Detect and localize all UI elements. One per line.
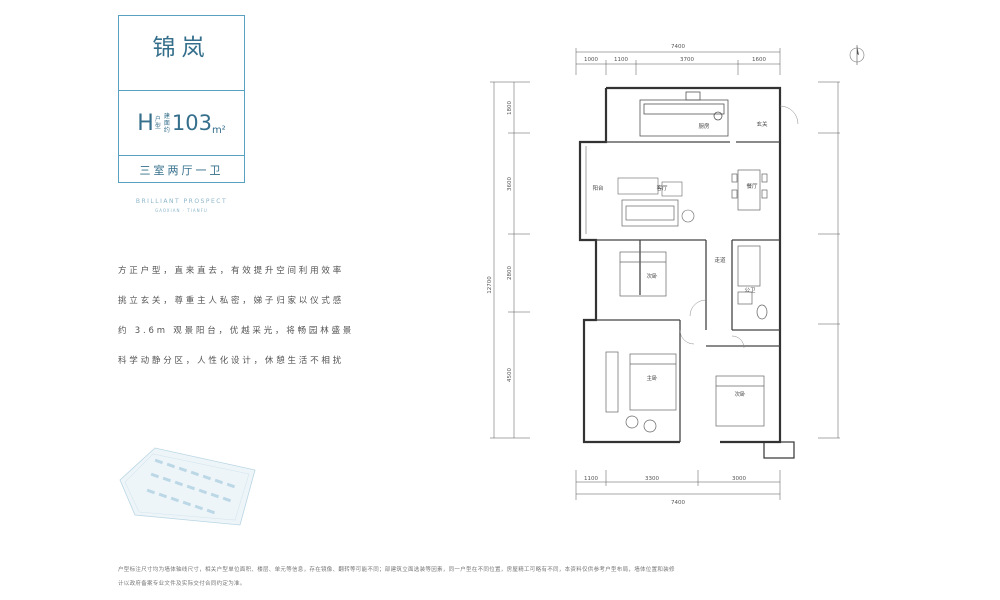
brand-line-2: GAOXIAN · TIANFU [155,208,208,213]
card-divider [119,90,244,91]
dim-top-seg: 1000 [584,57,598,63]
unit-info-card: 锦岚 H 户型 建面约 103 m² 三室两厅一卫 [118,15,245,183]
card-divider [119,155,244,156]
room-label-entry: 玄关 [756,120,768,128]
unit-name: 锦岚 [152,34,211,61]
room-label-living: 客厅 [656,184,668,192]
room-label-bedroom3: 次卧 [734,390,746,398]
dim-bottom-total: 7400 [671,500,685,506]
dim-top-seg: 1100 [614,57,628,63]
dim-left-seg: 4500 [507,368,513,382]
brand-line-1: BRILLIANT PROSPECT [135,198,228,205]
floor-plan: 7400 1000 1100 3700 1600 1100 3300 3000 … [487,44,840,506]
footnote: 户型标注尺寸均为墙体轴线尺寸，相关户型单位面积、楼层、单元等信息，存在镜像、翻转… [118,563,888,591]
dim-bottom-seg: 1100 [584,476,598,482]
room-label-balcony: 阳台 [592,184,604,192]
room-configuration: 三室两厅一卫 [139,163,224,177]
unit-area-value: 103 [171,111,212,135]
dim-left-seg: 3600 [507,177,513,191]
dim-left-seg: 2800 [507,266,513,280]
dim-top-total: 7400 [671,44,685,50]
room-label-corridor: 走道 [714,256,726,264]
dim-left-seg: 1800 [507,101,513,115]
room-label-kitchen: 厨房 [698,122,710,130]
unit-type-small-label: 户型 [154,116,161,130]
dim-top-seg: 1600 [752,57,766,63]
unit-description: 方正户型，直来直去，有效提升空间利用效率 挑立玄关，尊重主人私密，娣子归家以仪式… [118,263,363,383]
description-line: 约 3.6m 观景阳台，优越采光，将畅园林盛景 [118,326,355,336]
room-label-master: 主卧 [646,374,658,382]
dim-bottom-seg: 3300 [645,476,659,482]
unit-type-row: H 户型 建面约 103 m² [119,92,244,154]
north-arrow-icon [849,45,865,65]
dim-top-seg: 3700 [680,57,694,63]
unit-area-unit: m² [211,125,226,136]
footnote-line: 户型标注尺寸均为墙体轴线尺寸，相关户型单位面积、楼层、单元等信息，存在镜像、翻转… [118,567,675,573]
area-small-label: 建面约 [163,112,170,134]
dim-bottom-seg: 3000 [732,476,746,482]
room-label-bathroom: 公卫 [744,287,756,294]
room-label-bedroom2: 次卧 [646,272,658,280]
room-label-dining: 餐厅 [746,182,758,190]
dim-left-total: 12700 [487,276,493,294]
footnote-line: 计以政府备案专业文件及实际交付合同约定为准。 [118,581,246,587]
description-line: 方正户型，直来直去，有效提升空间利用效率 [118,266,345,276]
unit-type-letter: H [137,110,154,136]
description-line: 挑立玄关，尊重主人私密，娣子归家以仪式感 [118,296,345,306]
site-location-map [119,447,256,526]
description-line: 科学动静分区，人性化设计，休憩生活不相扰 [118,356,345,366]
